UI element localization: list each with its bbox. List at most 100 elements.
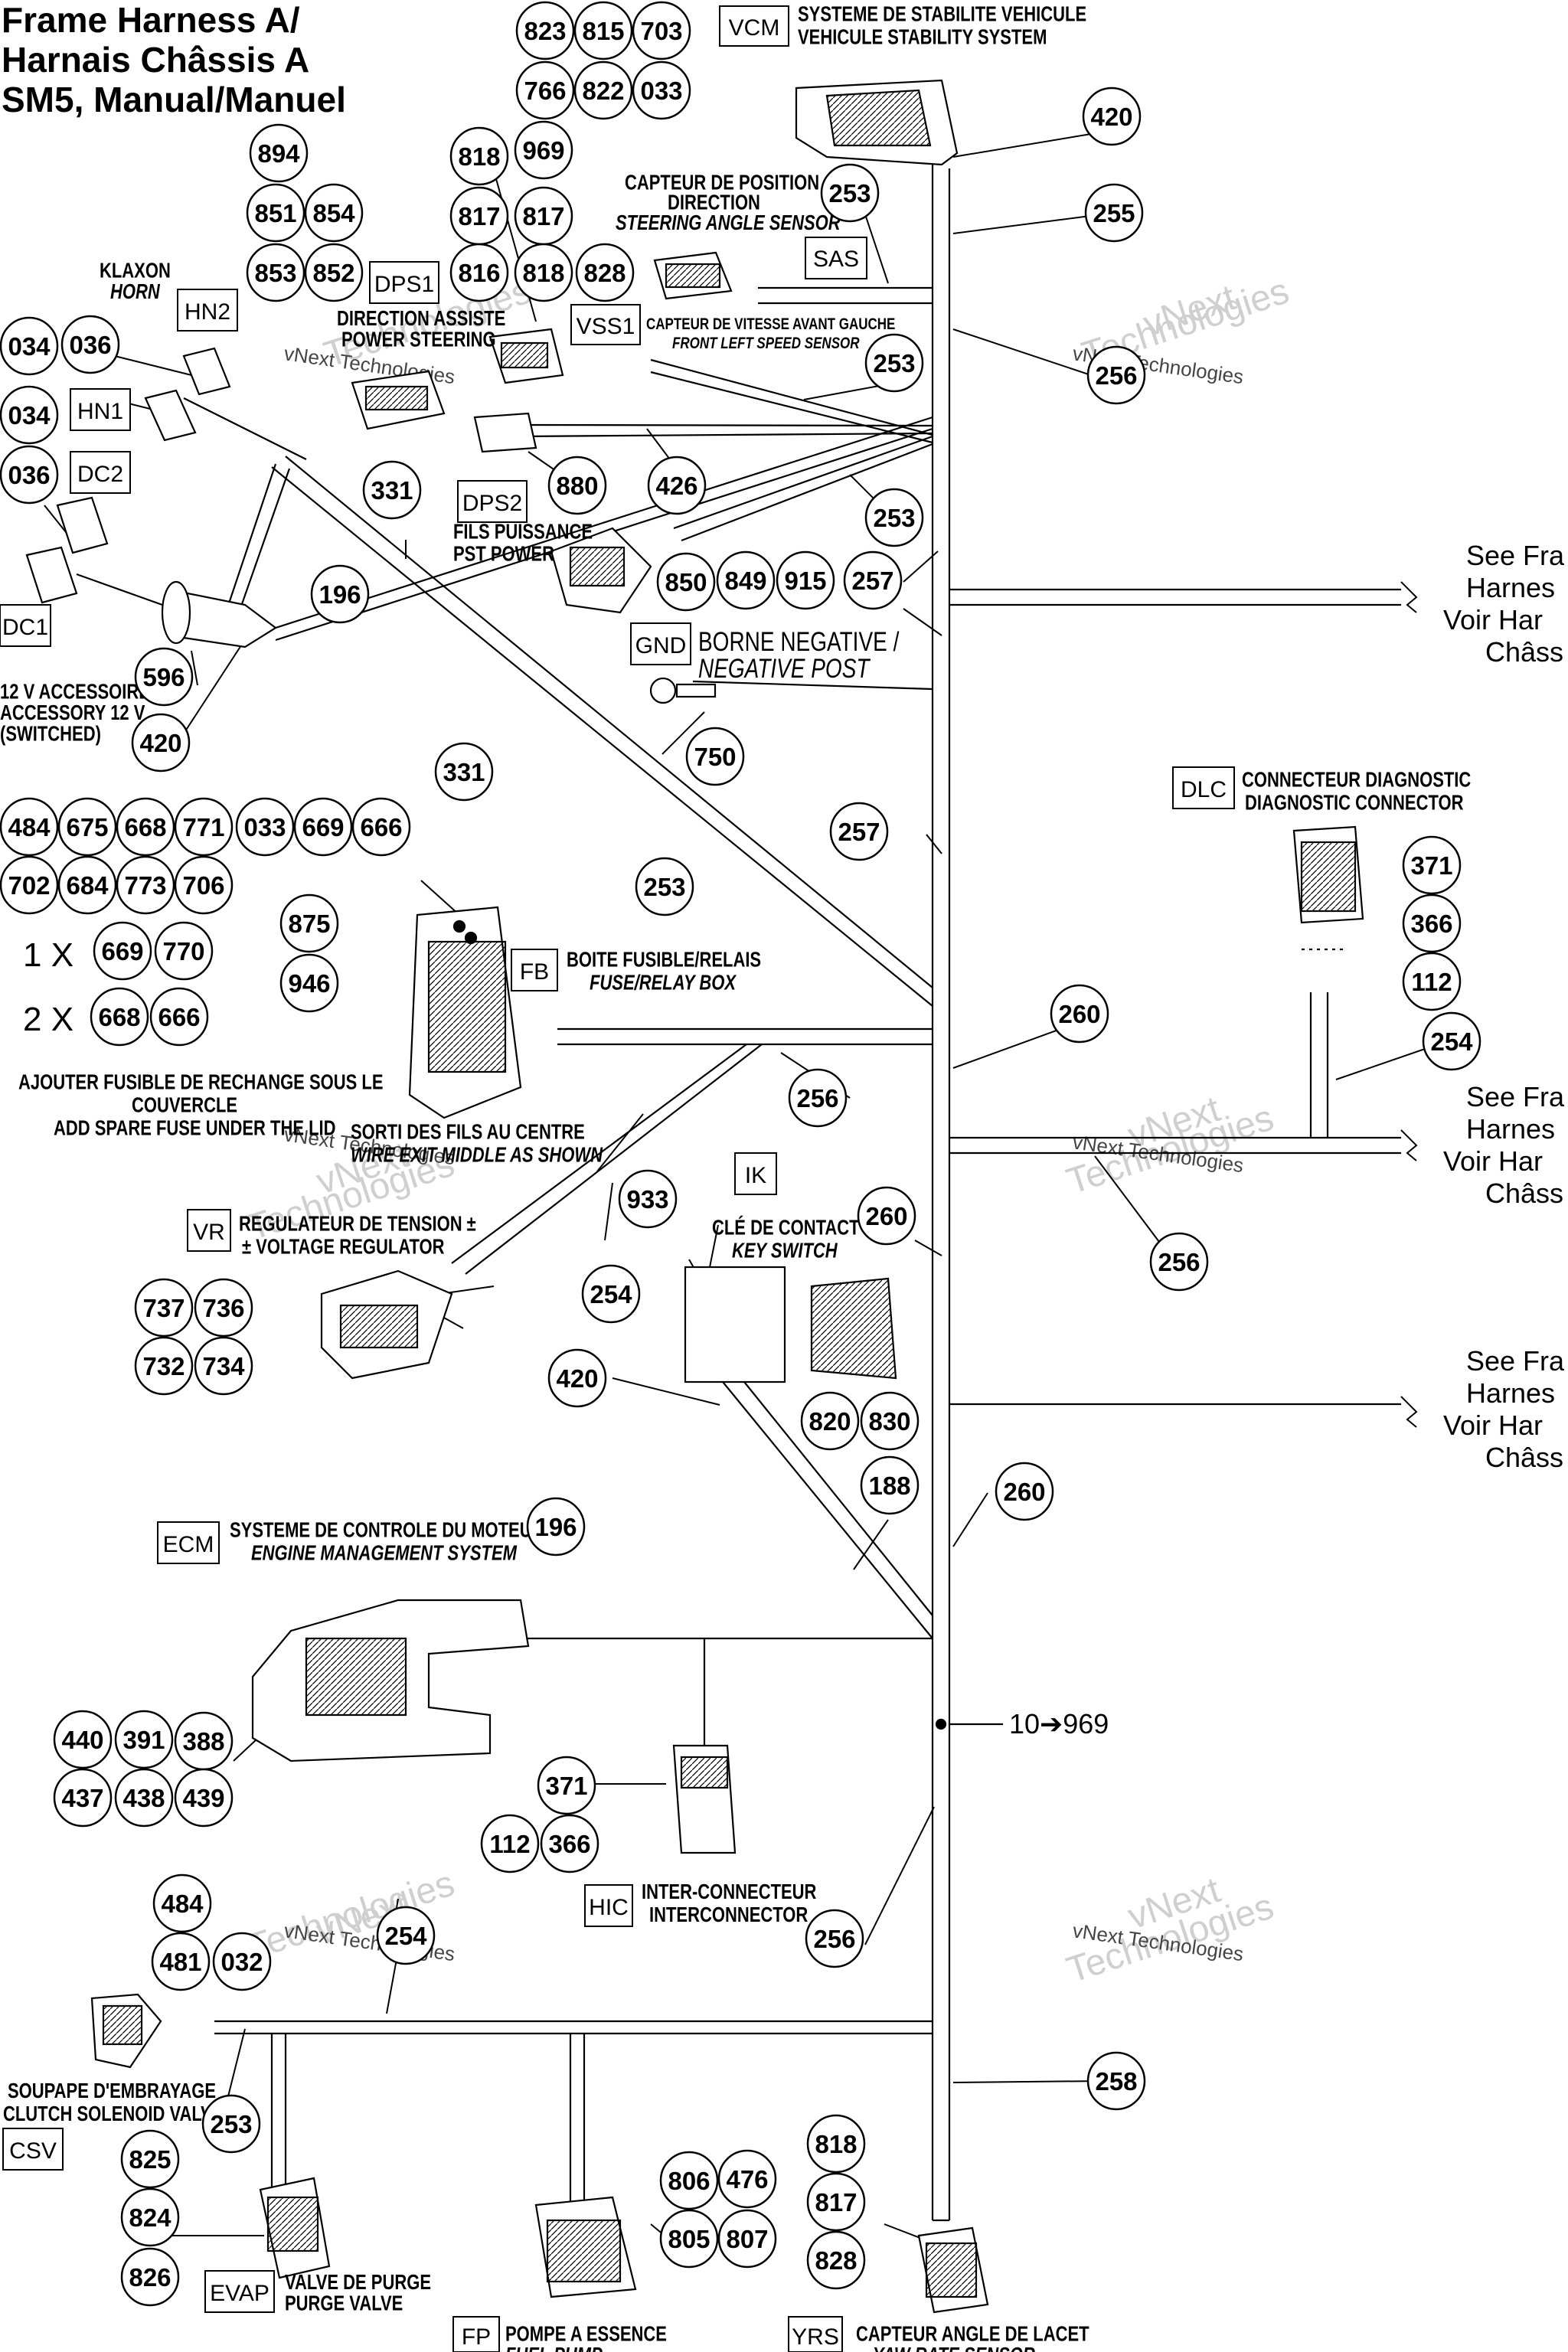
code-box-vr — [187, 1209, 231, 1252]
callout-circle — [860, 1455, 920, 1515]
callout-032: 032 — [212, 1932, 272, 1991]
callout-circle — [717, 2149, 777, 2209]
callout-number: 366 — [548, 1830, 590, 1858]
callout-253: 253 — [201, 2094, 261, 2154]
callout-806: 806 — [659, 2151, 719, 2210]
callout-number: 033 — [243, 813, 286, 841]
callout-828: 828 — [806, 2230, 866, 2290]
callout-circle — [134, 647, 194, 707]
callout-number: 915 — [784, 567, 826, 595]
callout-circle — [151, 1932, 211, 1991]
callout-circle — [659, 2209, 719, 2269]
code-dps1: DPS1 — [374, 272, 434, 297]
code-box-vcm — [719, 5, 789, 47]
fb-desc-en: FUSE/RELAY BOX — [590, 971, 737, 995]
callout-circle — [514, 243, 573, 302]
see-text-1b: Harnes — [1466, 572, 1555, 603]
code-box-dps2 — [457, 480, 528, 523]
callout-875: 875 — [279, 893, 339, 953]
see-text-1a: See Fra — [1466, 540, 1565, 571]
callout-number: 112 — [1411, 968, 1452, 996]
callout-number: 484 — [8, 813, 51, 841]
callout-476: 476 — [717, 2149, 777, 2209]
callout-number: 260 — [1003, 1478, 1045, 1506]
callout-circle — [212, 1932, 272, 1991]
callout-circle — [656, 552, 716, 612]
code-box-yrs — [788, 2316, 843, 2352]
callout-818: 818 — [514, 243, 573, 302]
callout-circle — [1082, 87, 1142, 146]
callout-825: 825 — [120, 2129, 180, 2189]
code-box-dps1 — [369, 261, 439, 304]
callout-number: 481 — [159, 1948, 201, 1976]
callout-circle — [134, 1278, 194, 1338]
callout-033: 033 — [235, 797, 295, 857]
callout-circle — [293, 797, 353, 857]
code-box-vss1 — [570, 304, 641, 345]
callout-number: 112 — [489, 1830, 530, 1858]
callout-circle — [60, 315, 120, 374]
callout-number: 666 — [360, 813, 402, 841]
code-dc2: DC2 — [77, 462, 123, 487]
callout-112: 112 — [1402, 952, 1462, 1011]
callout-420: 420 — [1082, 87, 1142, 146]
callout-915: 915 — [776, 550, 835, 610]
see-text-2d: Châss — [1485, 1178, 1563, 1209]
callout-number: 420 — [139, 729, 181, 757]
callout-circle — [635, 857, 694, 916]
dc1-desc-2: ACCESSORY 12 V — [0, 701, 145, 725]
callout-circle — [351, 797, 411, 857]
callout-number: 253 — [828, 179, 871, 207]
callout-number: 824 — [129, 2203, 172, 2232]
callout-circle — [647, 456, 707, 515]
callout-circle — [820, 163, 880, 223]
callout-854: 854 — [304, 183, 364, 243]
callout-668: 668 — [90, 987, 149, 1047]
callout-number: 828 — [583, 259, 626, 287]
callout-number: 732 — [142, 1352, 185, 1380]
callout-number: 703 — [640, 17, 682, 45]
yrs-desc-en: YAW RATE SENSOR — [873, 2344, 1035, 2352]
callout-circle — [659, 2151, 719, 2210]
sas-desc-1: CAPTEUR DE POSITION — [625, 171, 819, 194]
callout-number: 034 — [8, 332, 51, 361]
code-hic: HIC — [589, 1895, 629, 1920]
callout-933: 933 — [618, 1169, 678, 1229]
callout-circle — [116, 855, 175, 915]
callout-circle — [0, 445, 59, 505]
callout-number: 256 — [1095, 361, 1137, 390]
code-vr: VR — [193, 1220, 225, 1245]
callout-816: 816 — [449, 243, 509, 302]
callout-number: 420 — [556, 1364, 598, 1393]
callout-number: 257 — [838, 818, 880, 846]
code-labels: VCM SAS VSS1 DPS1 HN2 HN1 DC2 DC1 DPS2 G… — [2, 15, 1227, 2350]
callout-circle — [1402, 893, 1462, 953]
callout-circle — [806, 2172, 866, 2232]
vcm-desc-fr: SYSTEME DE STABILITE VEHICULE — [798, 2, 1086, 26]
vcm-desc-en: VEHICULE STABILITY SYSTEM — [798, 25, 1047, 49]
exit-desc-fr: SORTI DES FILS AU CENTRE — [351, 1120, 585, 1144]
callout-331: 331 — [362, 460, 422, 520]
callout-circle — [434, 742, 494, 802]
code-fp: FP — [462, 2324, 491, 2350]
callout-number: 820 — [808, 1407, 851, 1436]
callout-circle — [632, 60, 691, 120]
code-box-dlc — [1172, 766, 1235, 809]
callout-807: 807 — [717, 2209, 777, 2269]
see-text-1d: Châss — [1485, 636, 1563, 668]
harness-wires — [76, 165, 1401, 2222]
callout-669: 669 — [93, 921, 152, 981]
code-box-gnd — [630, 622, 691, 665]
yrs-connector — [917, 2226, 989, 2314]
hn2-desc-en: HORN — [110, 280, 161, 304]
misc-labels: 1 X 2 X 10➔969 — [23, 936, 1109, 1740]
callout-484: 484 — [0, 797, 59, 857]
callout-circle — [526, 1497, 586, 1557]
callout-number: 669 — [101, 937, 143, 965]
code-dc1: DC1 — [2, 615, 48, 640]
components — [25, 79, 1364, 2314]
callout-number: 825 — [129, 2145, 171, 2174]
callout-number: 817 — [815, 2188, 857, 2216]
callout-number: 875 — [288, 910, 330, 938]
